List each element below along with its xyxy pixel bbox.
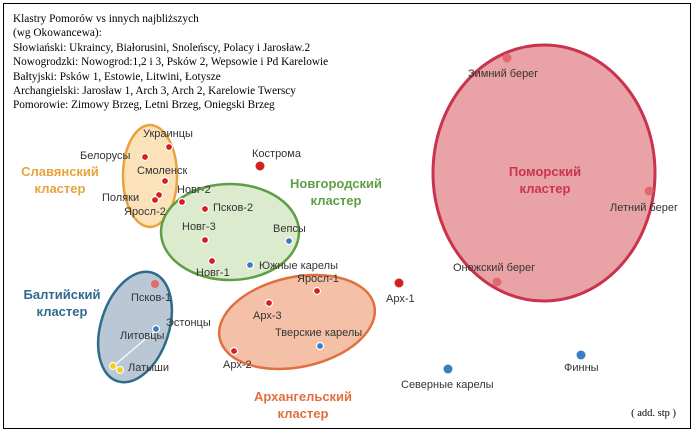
point-pskov2 [200, 204, 210, 214]
point-vepsy [284, 236, 294, 246]
label-arkh1: Арх-1 [386, 293, 415, 305]
point-letny-bereg [644, 186, 654, 196]
point-yarosl1 [312, 286, 322, 296]
point-arkh1 [394, 278, 404, 288]
pomor-cluster-label: Поморский кластер [509, 164, 581, 196]
arkhangelsk-cluster-line1: Архангельский [254, 389, 352, 404]
legend-line: (wg Okowancewa): [13, 27, 102, 40]
point-belorusy [140, 152, 150, 162]
label-finny: Финны [564, 362, 599, 374]
slavic-cluster-label: Славянский кластер [21, 164, 99, 196]
label-novg3: Новг-3 [182, 221, 216, 233]
legend-text: Klastry Pomorów vs innych najbliższych (… [13, 12, 433, 113]
point-onezhsky-bereg [492, 277, 502, 287]
pomor-cluster-line1: Поморский [509, 164, 581, 179]
legend-line: Bałtyjski: Psków 1, Estowie, Litwini, Ło… [13, 70, 221, 83]
point-arkh3 [264, 298, 274, 308]
label-tverskie-karely: Тверские карелы [275, 327, 362, 339]
label-belorusy: Белорусы [80, 150, 131, 162]
arkhangelsk-cluster-ellipse [217, 273, 377, 371]
label-smolensk: Смоленск [137, 165, 187, 177]
point-pskov1 [151, 280, 159, 288]
slavic-cluster-line2: кластер [35, 181, 86, 196]
novgorod-cluster-ellipse [159, 182, 301, 282]
label-arkh3: Арх-3 [253, 310, 282, 322]
novgorod-cluster-line1: Новгородский [290, 176, 382, 191]
label-novg1: Новг-1 [196, 267, 230, 279]
point-zimny-bereg [502, 53, 512, 63]
baltic-cluster-ellipse [96, 270, 174, 384]
baltic-cluster-line2: кластер [37, 304, 88, 319]
label-ukraintsy: Украинцы [143, 128, 193, 140]
signature: ( add. stp ) [631, 408, 676, 419]
slavic-cluster-ellipse [121, 123, 179, 229]
label-onezhsky-bereg: Онежский берег [453, 262, 535, 274]
label-yarosl1: Яросл-1 [297, 273, 339, 285]
point-kostroma [255, 161, 265, 171]
label-letny-bereg: Летний берег [610, 202, 678, 214]
baltic-connector-line [115, 329, 157, 365]
label-severnye-karely: Северные карелы [401, 379, 494, 391]
point-novg2 [177, 197, 187, 207]
point-finny [576, 350, 586, 360]
arkhangelsk-cluster-label: Архангельский кластер [254, 389, 352, 421]
novgorod-cluster-line2: кластер [311, 193, 362, 208]
legend-line: Nowogrodzki: Nowogrod:1,2 i 3, Psków 2, … [13, 56, 329, 69]
legend-line: Słowiański: Ukraincy, Białorusini, Snole… [13, 41, 311, 54]
novgorod-cluster-label: Новгородский кластер [290, 176, 382, 208]
legend-line: Klastry Pomorów vs innych najbliższych [13, 13, 199, 25]
pomor-cluster-ellipse [431, 43, 657, 303]
point-yuzhnye-karely [245, 260, 255, 270]
point-latyshi-2 [116, 366, 124, 374]
label-polyaki: Поляки [102, 192, 139, 204]
label-pskov1: Псков-1 [131, 292, 171, 304]
label-arkh2: Арх-2 [223, 359, 252, 371]
point-severnye-karely [443, 364, 453, 374]
baltic-cluster-label: Балтийский кластер [24, 287, 101, 319]
label-estontsy: Эстонцы [166, 317, 211, 329]
label-yuzhnye-karely: Южные карелы [259, 260, 338, 272]
label-latyshi: Латыши [128, 362, 169, 374]
label-litovtsy: Литовцы [120, 330, 165, 342]
point-latyshi-1 [109, 362, 117, 370]
label-zimny-bereg: Зимний берег [468, 68, 538, 80]
label-vepsy: Вепсы [273, 223, 306, 235]
point-ukraintsy [164, 142, 174, 152]
point-arkh2 [229, 346, 239, 356]
arkhangelsk-cluster-line2: кластер [278, 406, 329, 421]
point-yarosl2 [150, 195, 160, 205]
label-kostroma: Кострома [252, 148, 302, 160]
legend-line: Pomorowie: Zimowy Brzeg, Letni Brzeg, On… [13, 99, 275, 112]
label-pskov2: Псков-2 [213, 202, 253, 214]
point-novg3 [200, 235, 210, 245]
point-smolensk [160, 176, 170, 186]
point-novg1 [207, 256, 217, 266]
legend-line: Archangielski: Jarosław 1, Arch 3, Arch … [13, 85, 296, 98]
label-yarosl2: Яросл-2 [124, 206, 166, 218]
point-litovtsy [151, 324, 161, 334]
pomor-cluster-line2: кластер [520, 181, 571, 196]
point-tverskie-karely [315, 341, 325, 351]
baltic-cluster-line1: Балтийский [24, 287, 101, 302]
label-novg2: Новг-2 [177, 184, 211, 196]
slavic-cluster-line1: Славянский [21, 164, 99, 179]
